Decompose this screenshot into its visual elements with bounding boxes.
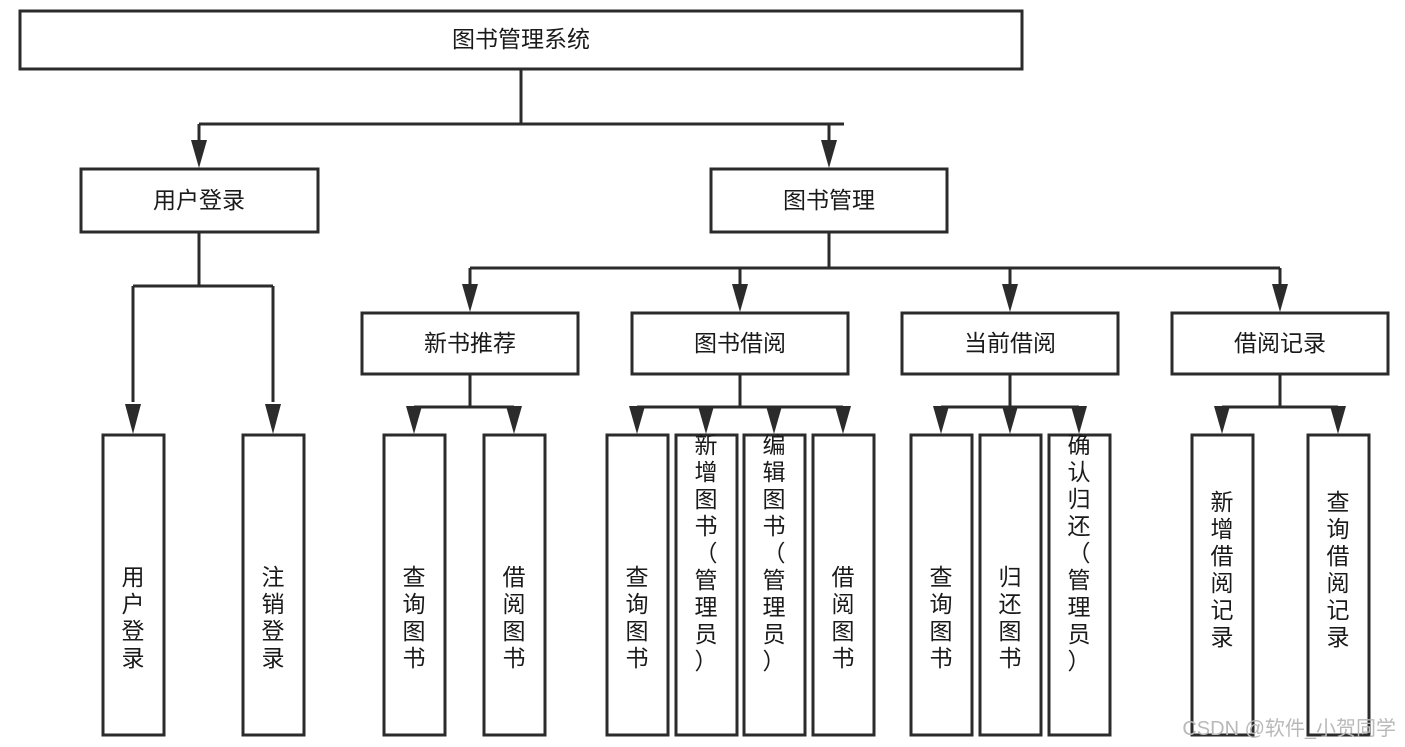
node-book-manage-box[interactable] <box>709 167 949 234</box>
node-leaf-10[interactable]: 归还图书 <box>978 433 1043 737</box>
node-book-borrow-label: 图书借阅 <box>694 330 786 356</box>
arrowhead-leaf-4 <box>506 406 522 434</box>
node-leaf-13-box[interactable] <box>1306 433 1371 737</box>
node-leaf-6-box[interactable] <box>674 433 739 737</box>
node-current-borrow[interactable]: 当前借阅 <box>900 311 1120 376</box>
node-leaf-2-box[interactable] <box>241 433 306 737</box>
node-leaf-2-label: 注销登录 <box>262 564 285 671</box>
arrowhead-leaf-1 <box>125 404 141 434</box>
node-leaf-9-label: 查询图书 <box>930 564 953 671</box>
node-leaf-7[interactable]: 编辑图书（管理员） <box>742 432 807 737</box>
node-leaf-12-label: 新增借阅记录 <box>1211 489 1234 650</box>
arrowhead-leaf-3 <box>406 406 422 434</box>
arrowhead-leaf-2 <box>265 404 281 434</box>
node-leaf-4-box[interactable] <box>482 433 547 737</box>
arrowhead-leaf-6 <box>698 406 714 434</box>
node-book-borrow-box[interactable] <box>630 311 850 376</box>
node-borrow-record[interactable]: 借阅记录 <box>1170 311 1390 376</box>
csdn-watermark: CSDN @软件_小贺同学 <box>1182 717 1396 740</box>
arrowhead-leaf-5 <box>629 406 645 434</box>
node-root-box[interactable] <box>18 9 1024 71</box>
node-leaf-3[interactable]: 查询图书 <box>382 433 447 737</box>
node-leaf-8[interactable]: 借阅图书 <box>811 433 876 737</box>
arrowhead-leaf-11 <box>1071 406 1087 434</box>
node-leaf-2[interactable]: 注销登录 <box>241 433 306 737</box>
arrowhead-leaf-10 <box>1002 406 1018 434</box>
node-current-borrow-label: 当前借阅 <box>964 330 1056 356</box>
arrowhead-leaf-7 <box>766 406 782 434</box>
arrowhead-leaf-9 <box>933 406 949 434</box>
node-leaf-8-box[interactable] <box>811 433 876 737</box>
node-leaf-12[interactable]: 新增借阅记录 <box>1190 433 1255 737</box>
node-leaf-9[interactable]: 查询图书 <box>909 433 974 737</box>
node-leaf-11-box[interactable] <box>1047 433 1112 737</box>
node-leaf-5-box[interactable] <box>605 433 670 737</box>
node-book-borrow[interactable]: 图书借阅 <box>630 311 850 376</box>
node-leaf-6[interactable]: 新增图书（管理员） <box>674 432 739 737</box>
node-leaf-7-box[interactable] <box>742 433 807 737</box>
arrowhead-book-manage <box>821 140 837 168</box>
node-user-login-box[interactable] <box>79 167 320 234</box>
arrowhead-leaf-8 <box>835 406 851 434</box>
node-leaf-1[interactable]: 用户登录 <box>101 433 166 737</box>
node-leaf-11[interactable]: 确认归还（管理员） <box>1047 432 1112 737</box>
node-leaf-13-label: 查询借阅记录 <box>1327 489 1350 650</box>
arrowhead-user-login <box>191 140 207 168</box>
node-leaf-6-label: 新增图书（管理员） <box>695 432 718 674</box>
node-new-book-rec-label: 新书推荐 <box>424 330 516 356</box>
node-leaf-13[interactable]: 查询借阅记录 <box>1306 433 1371 737</box>
node-leaf-12-box[interactable] <box>1190 433 1255 737</box>
node-user-login-label: 用户登录 <box>153 187 245 213</box>
connector-layer <box>125 69 1346 434</box>
node-leaf-3-box[interactable] <box>382 433 447 737</box>
node-leaf-3-label: 查询图书 <box>403 564 426 671</box>
node-leaf-5[interactable]: 查询图书 <box>605 433 670 737</box>
node-user-login[interactable]: 用户登录 <box>79 167 320 234</box>
node-leaf-10-box[interactable] <box>978 433 1043 737</box>
arrowhead-book-borrow <box>732 284 748 312</box>
node-borrow-record-box[interactable] <box>1170 311 1390 376</box>
arrowhead-new-book-rec <box>462 284 478 312</box>
node-leaf-5-label: 查询图书 <box>626 564 649 671</box>
arrowhead-borrow-record <box>1272 284 1288 312</box>
node-new-book-rec-box[interactable] <box>360 311 580 376</box>
arrowhead-leaf-12 <box>1214 406 1230 434</box>
arrowhead-leaf-13 <box>1330 406 1346 434</box>
node-borrow-record-label: 借阅记录 <box>1234 330 1326 356</box>
node-leaf-1-label: 用户登录 <box>122 564 145 671</box>
node-leaf-11-label: 确认归还（管理员） <box>1068 432 1091 674</box>
node-leaf-4-label: 借阅图书 <box>503 564 526 671</box>
node-leaf-8-label: 借阅图书 <box>832 564 855 671</box>
node-leaf-4[interactable]: 借阅图书 <box>482 433 547 737</box>
node-leaf-1-box[interactable] <box>101 433 166 737</box>
node-leaf-7-label: 编辑图书（管理员） <box>763 432 786 674</box>
node-root-label: 图书管理系统 <box>452 26 590 52</box>
node-new-book-rec[interactable]: 新书推荐 <box>360 311 580 376</box>
node-book-manage-label: 图书管理 <box>783 187 875 213</box>
node-leaf-9-box[interactable] <box>909 433 974 737</box>
node-root[interactable]: 图书管理系统 <box>18 9 1024 71</box>
node-leaf-10-label: 归还图书 <box>999 564 1022 671</box>
arrowhead-current-borrow <box>1002 284 1018 312</box>
node-current-borrow-box[interactable] <box>900 311 1120 376</box>
node-book-manage[interactable]: 图书管理 <box>709 167 949 234</box>
